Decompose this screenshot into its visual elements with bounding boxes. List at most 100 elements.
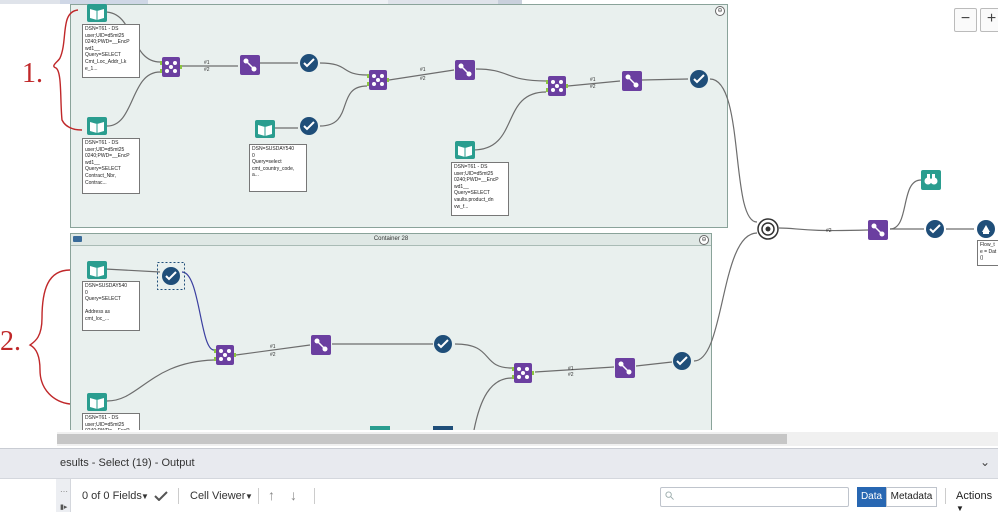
connectors-layer: #1 #2 #1 #2 #1 #2 #2 #1 #2 #1 #2: [104, 11, 974, 430]
cell-viewer-caret-icon[interactable]: ▼: [245, 492, 253, 501]
input-data-book-icon[interactable]: [87, 117, 107, 135]
scrollbar-thumb[interactable]: [57, 434, 787, 444]
zoom-out-button[interactable]: −: [954, 8, 977, 32]
select-tool-icon-selected[interactable]: [157, 262, 185, 290]
connector: [104, 268, 161, 273]
select-tool-icon[interactable]: [672, 351, 692, 371]
tab-inactive-2[interactable]: [388, 0, 498, 4]
annotation-c1-input-c[interactable]: DSN=SUSDAY540 0 Query=select cmt_country…: [249, 144, 307, 192]
unique-tool-icon[interactable]: [615, 358, 635, 378]
input-data-book-icon[interactable]: [255, 120, 275, 138]
fields-dropdown-caret-icon[interactable]: ▼: [141, 492, 149, 501]
panel-corner-icon[interactable]: ▮▸: [60, 504, 68, 511]
unique-tool-icon[interactable]: [622, 71, 642, 91]
container-28-header[interactable]: Container 28 ⊖: [71, 234, 711, 246]
select-tool-icon[interactable]: [689, 69, 709, 89]
zoom-in-button[interactable]: +: [980, 8, 998, 32]
connector-label: #2: [826, 228, 832, 234]
connector: [693, 232, 758, 362]
fields-count-label[interactable]: 0 of 0 Fields: [82, 490, 142, 502]
connector-label: #1: [568, 366, 574, 372]
connector: [709, 78, 758, 223]
canvas-horizontal-scrollbar[interactable]: [57, 432, 998, 446]
join-tool-icon[interactable]: [214, 345, 236, 365]
tab-inactive[interactable]: [148, 0, 388, 4]
arrow-up-icon[interactable]: ↑: [268, 487, 275, 503]
tab-active[interactable]: [60, 0, 148, 4]
connector: [472, 91, 547, 151]
tab-strip: [0, 0, 998, 4]
join-tool-icon[interactable]: [367, 70, 389, 90]
actions-menu-button[interactable]: Actions ▼: [956, 490, 998, 514]
data-tab-button[interactable]: Data: [857, 487, 886, 507]
input-data-book-icon[interactable]: [87, 393, 107, 411]
annotation-c2-input-b[interactable]: DSN=T61 - DS user;UID=d5mt25 0240;PWD=__…: [82, 413, 140, 430]
connector: [388, 69, 455, 81]
metadata-tab-button[interactable]: Metadata: [886, 487, 937, 507]
connector: [778, 227, 869, 232]
handwritten-label-1: 1.: [22, 58, 43, 89]
search-icon: [665, 491, 674, 500]
union-tool-icon[interactable]: [757, 218, 779, 240]
connector: [635, 361, 673, 367]
container-1[interactable]: ⊖: [70, 4, 728, 228]
input-data-book-icon[interactable]: [87, 261, 107, 279]
toolbar-separator: [258, 488, 259, 504]
grip-dots-icon: ⋯: [60, 487, 68, 496]
annotation-c2-input-a[interactable]: DSN=SUSDAY540 0 Query=SELECT Address as …: [82, 281, 140, 331]
connector: [475, 68, 547, 82]
join-tool-icon[interactable]: [512, 363, 534, 383]
unique-tool-icon[interactable]: [240, 55, 260, 75]
connector-label: #2: [204, 67, 210, 73]
toolbar-separator: [178, 488, 179, 504]
results-panel-header[interactable]: esults - Select (19) - Output ⌄: [0, 448, 998, 479]
tab-inactive-3[interactable]: [498, 0, 522, 4]
workflow-canvas[interactable]: ⊖ Container 28 ⊖ − +: [0, 0, 998, 430]
join-tool-icon[interactable]: [160, 57, 182, 77]
input-data-book-icon[interactable]: [87, 4, 107, 22]
toolbar-separator: [314, 488, 315, 504]
connector-label: #2: [568, 372, 574, 378]
container-28[interactable]: Container 28 ⊖: [70, 233, 712, 430]
container-28-title: Container 28: [373, 236, 409, 242]
select-tool-icon[interactable]: [433, 426, 453, 430]
connector: [454, 343, 513, 369]
unique-tool-icon[interactable]: [311, 335, 331, 355]
input-data-book-icon[interactable]: [370, 426, 390, 430]
annotation-c1-input-a[interactable]: DSN=T61 - DS user;UID=d5mt25 0240;PWD=__…: [82, 24, 140, 78]
container-28-collapse-button[interactable]: ⊖: [699, 235, 709, 245]
select-tool-icon[interactable]: [925, 219, 945, 239]
chevron-down-icon[interactable]: ⌄: [979, 455, 990, 469]
select-tool-icon[interactable]: [299, 53, 319, 73]
unique-tool-icon[interactable]: [455, 60, 475, 80]
results-left-gutter: [56, 479, 71, 512]
container-1-collapse-button[interactable]: ⊖: [715, 6, 725, 16]
checkmark-icon[interactable]: [154, 491, 168, 501]
output-data-icon[interactable]: [976, 219, 996, 239]
annotation-output[interactable]: Flow_t e = Dat (): [977, 240, 998, 266]
connector-label: #1: [204, 60, 210, 66]
connector: [235, 344, 311, 356]
connector: [534, 366, 615, 373]
arrow-down-icon[interactable]: ↓: [290, 487, 297, 503]
select-tool-icon[interactable]: [299, 116, 319, 136]
annotation-c1-input-d[interactable]: DSN=T61 - DS user;UID=d5mt25 0240;PWD=__…: [451, 162, 509, 216]
connector: [319, 85, 368, 127]
annotation-c1-input-b[interactable]: DSN=T61 - DS user;UID=d5mt25 0240;PWD=__…: [82, 138, 140, 194]
cell-viewer-button[interactable]: Cell Viewer: [190, 490, 246, 502]
search-input[interactable]: [660, 487, 849, 507]
red-brace-1: [53, 9, 83, 131]
connector-label: #1: [270, 344, 276, 350]
connector-label: #2: [270, 352, 276, 358]
browse-tool-icon[interactable]: [921, 170, 941, 190]
unique-tool-icon[interactable]: [868, 220, 888, 240]
connector: [106, 359, 215, 402]
input-data-book-icon[interactable]: [455, 141, 475, 159]
handwriting-layer: 1. 2.: [0, 9, 83, 405]
results-title: esults - Select (19) - Output: [60, 457, 195, 469]
select-tool-icon[interactable]: [433, 334, 453, 354]
container-icon: [73, 236, 82, 242]
connector: [641, 78, 689, 81]
actions-caret-icon: ▼: [956, 504, 964, 513]
join-tool-icon[interactable]: [546, 76, 568, 96]
